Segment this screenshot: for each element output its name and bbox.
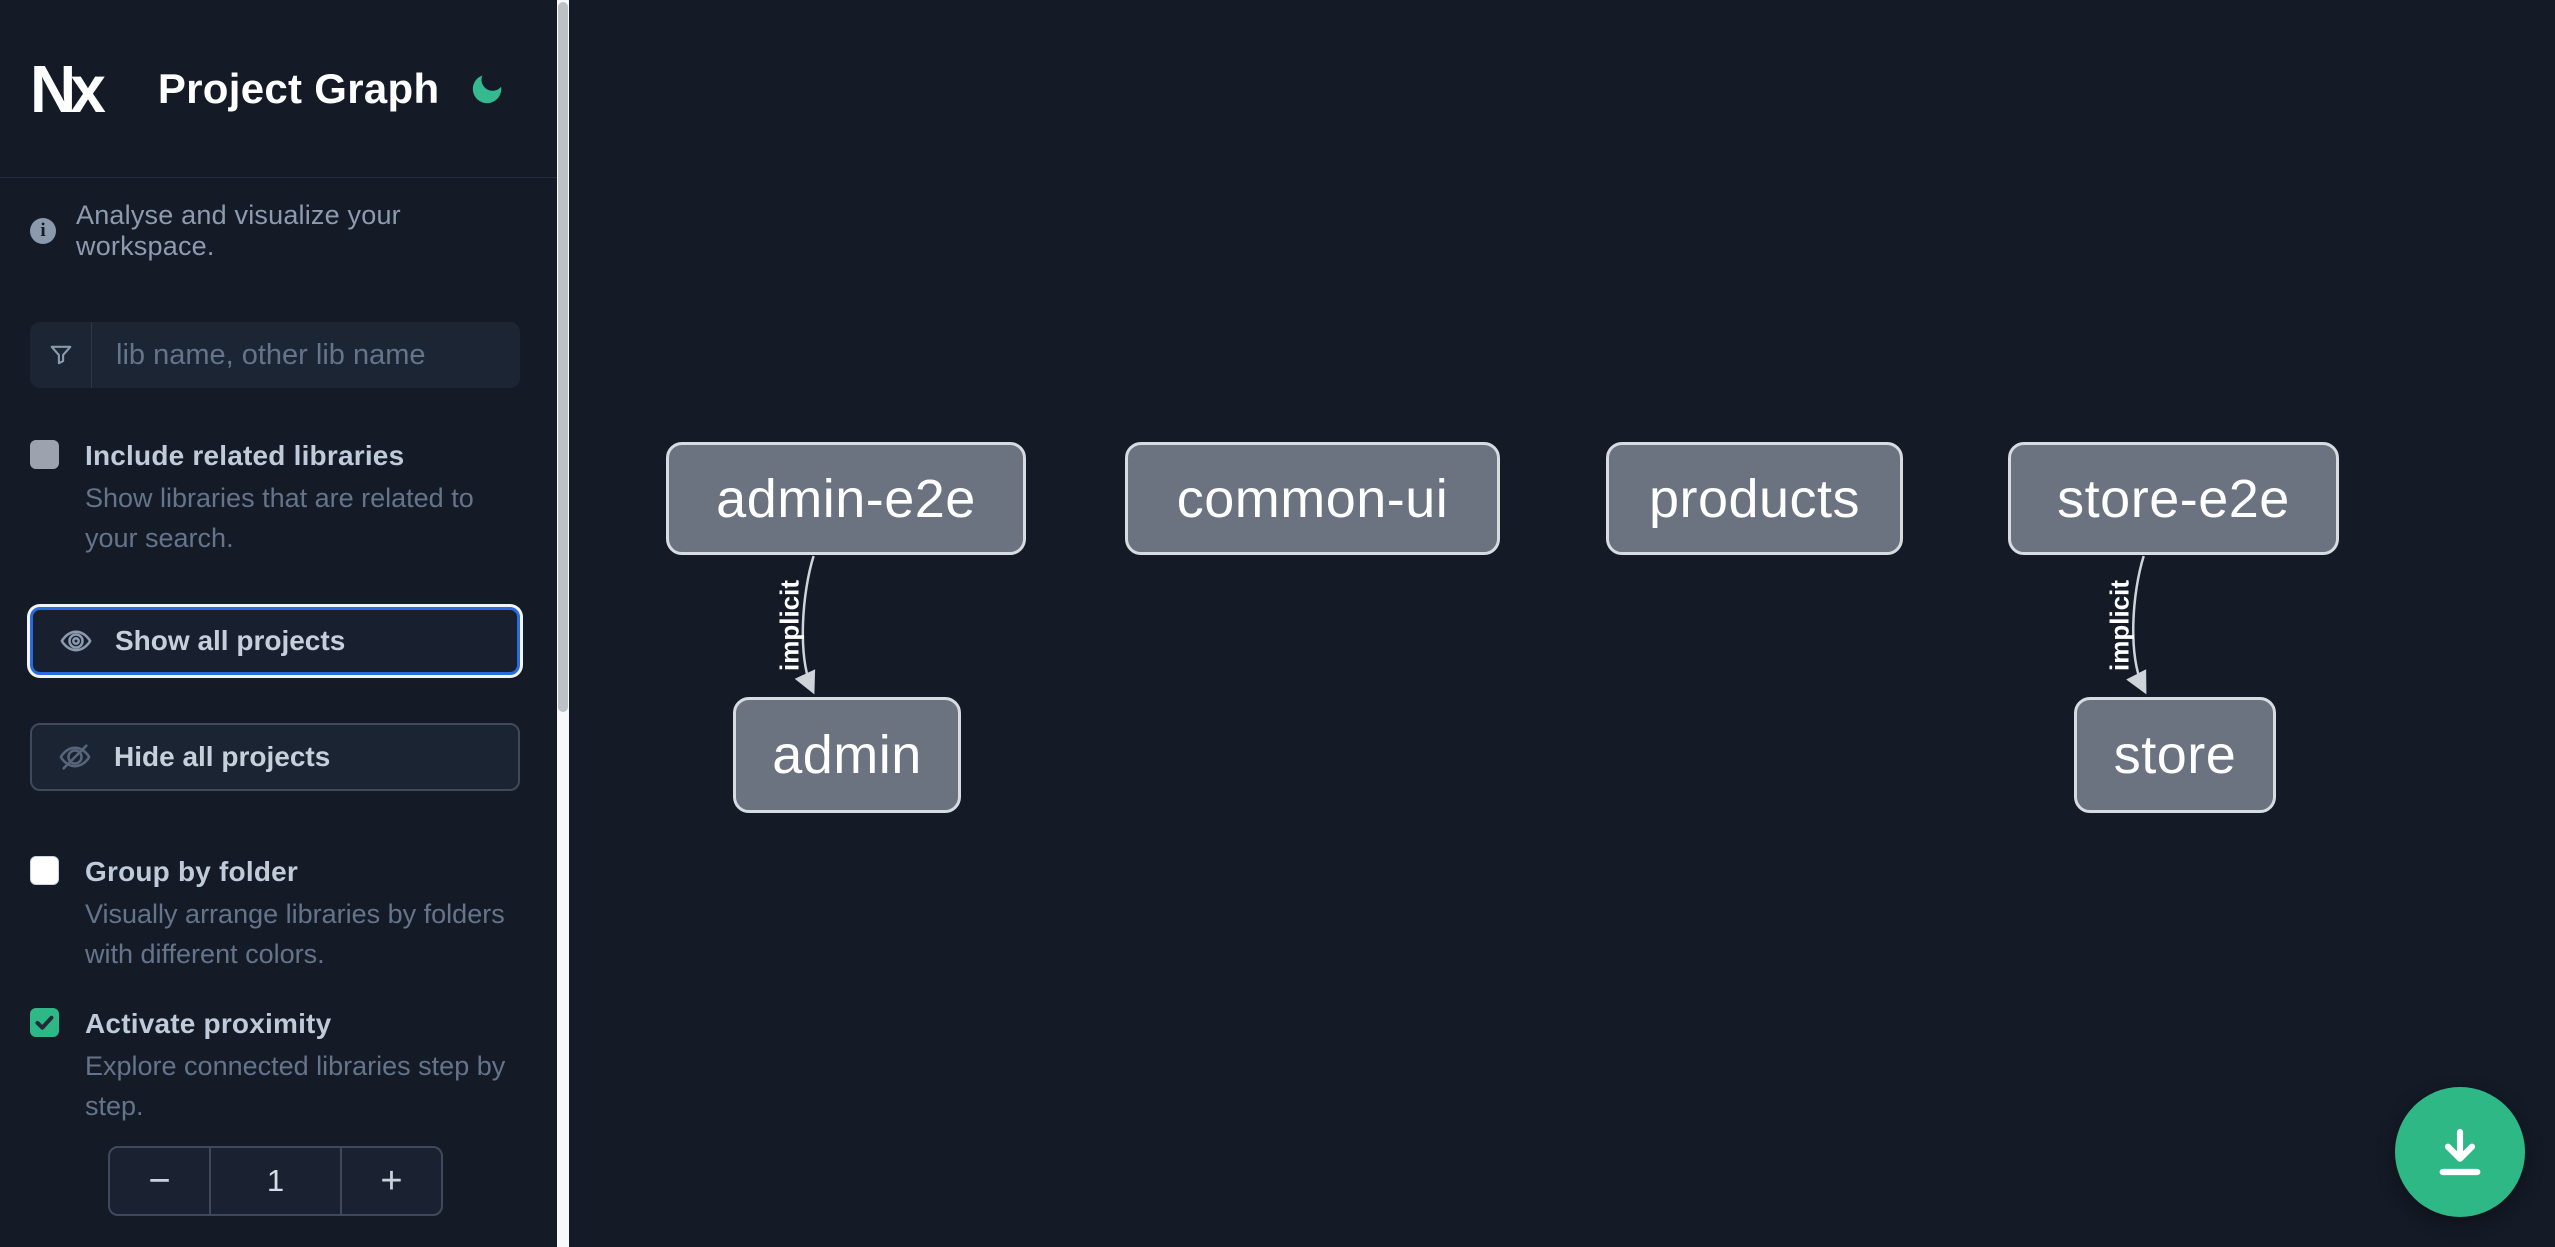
graph-canvas[interactable]: implicit implicit admin-e2e common-ui produ…	[569, 0, 2555, 1247]
sidebar-scrollbar-track[interactable]	[557, 0, 569, 1247]
filter-input[interactable]	[92, 322, 520, 388]
include-related-label: Include related libraries	[85, 440, 405, 471]
edge-store-e2e-store	[2126, 555, 2147, 695]
show-all-projects-label: Show all projects	[115, 625, 346, 656]
show-all-projects-button[interactable]: Show all projects	[30, 607, 520, 675]
include-related-description: Show libraries that are related to your …	[85, 483, 474, 553]
sidebar: Nx Project Graph i Analyse and visualize…	[0, 0, 557, 1247]
depth-value: 1	[209, 1148, 342, 1214]
graph-node-store[interactable]: store	[2074, 697, 2276, 813]
graph-node-products[interactable]: products	[1606, 442, 1903, 555]
nx-logo: Nx	[30, 50, 106, 127]
info-icon: i	[30, 218, 56, 244]
include-related-checkbox[interactable]	[30, 440, 59, 469]
proximity-depth-stepper: − 1 +	[108, 1146, 443, 1216]
check-icon	[35, 1015, 54, 1030]
group-by-folder-label: Group by folder	[85, 856, 298, 887]
activate-proximity-description: Explore connected libraries step by step…	[85, 1051, 506, 1121]
activate-proximity-row: Activate proximity Explore connected lib…	[30, 1006, 527, 1126]
filter-funnel-icon	[50, 345, 71, 365]
sidebar-header: Nx Project Graph	[0, 0, 557, 178]
graph-node-store-e2e[interactable]: store-e2e	[2008, 442, 2339, 555]
eye-off-icon	[58, 740, 92, 774]
group-by-folder-row: Group by folder Visually arrange librari…	[30, 854, 527, 974]
theme-toggle-button[interactable]	[467, 69, 507, 109]
group-by-folder-description: Visually arrange libraries by folders wi…	[85, 899, 505, 969]
download-icon	[2439, 1128, 2481, 1176]
edge-label-store-e2e-store: implicit	[2105, 580, 2135, 671]
group-by-folder-checkbox[interactable]	[30, 856, 59, 885]
save-image-button[interactable]	[2395, 1087, 2525, 1217]
eye-icon	[59, 624, 93, 658]
include-related-row: Include related libraries Show libraries…	[30, 438, 527, 558]
increment-button[interactable]: +	[342, 1148, 441, 1214]
activate-proximity-checkbox[interactable]	[30, 1008, 59, 1037]
filter-box	[30, 322, 520, 388]
intro-text: Analyse and visualize your workspace.	[76, 200, 401, 261]
graph-node-admin-e2e[interactable]: admin-e2e	[666, 442, 1026, 555]
graph-node-common-ui[interactable]: common-ui	[1125, 442, 1500, 555]
activate-proximity-label: Activate proximity	[85, 1008, 332, 1039]
filter-icon-cell	[30, 322, 92, 388]
sidebar-scrollbar-thumb[interactable]	[558, 2, 568, 712]
edges-svg: implicit implicit	[775, 555, 2147, 695]
edge-label-admin-e2e-admin: implicit	[775, 580, 805, 671]
page-title: Project Graph	[157, 64, 440, 112]
graph-node-admin[interactable]: admin	[733, 697, 961, 813]
hide-all-projects-label: Hide all projects	[114, 741, 331, 772]
intro-row: i Analyse and visualize your workspace.	[30, 200, 527, 262]
moon-icon	[472, 74, 502, 103]
hide-all-projects-button[interactable]: Hide all projects	[30, 723, 520, 791]
edge-admin-e2e-admin	[794, 555, 816, 695]
decrement-button[interactable]: −	[110, 1148, 209, 1214]
